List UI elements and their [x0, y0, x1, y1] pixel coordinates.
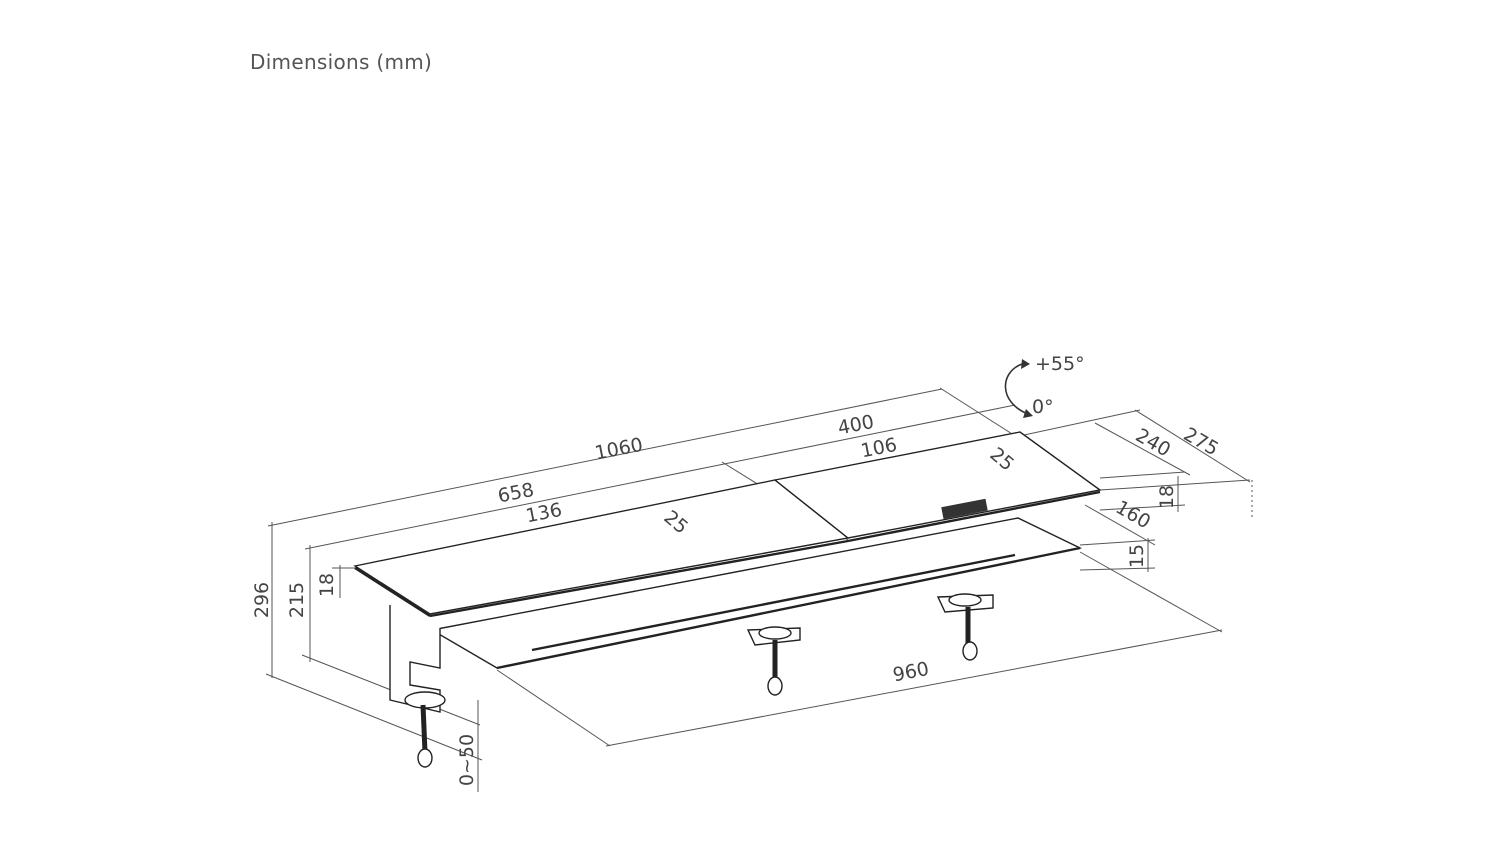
dim-right-panel-width: 400 — [836, 411, 876, 440]
tilt-max-label: +55° — [1035, 353, 1085, 375]
dim-top-thickness-right: 18 — [1156, 485, 1178, 509]
dim-tray-width: 960 — [891, 658, 931, 687]
tilt-min-label: 0° — [1032, 396, 1054, 418]
right-top-panel — [773, 431, 1102, 539]
page-title: Dimensions (mm) — [250, 50, 433, 74]
dim-overall-depth: 275 — [1180, 423, 1222, 460]
dim-top-thickness-left: 18 — [316, 573, 338, 597]
dim-tray-depth: 160 — [1112, 496, 1154, 533]
desk-shelf-drawing — [353, 431, 1102, 768]
clamp-middle — [746, 626, 801, 696]
power-outlet — [941, 498, 988, 520]
dim-total-width: 1060 — [593, 434, 645, 465]
dim-clamp-range: 0~50 — [456, 734, 478, 786]
dim-top-depth: 240 — [1132, 424, 1174, 461]
dim-tray-thickness: 15 — [1126, 544, 1148, 568]
clamp-left — [404, 691, 446, 768]
dim-top-height: 215 — [286, 582, 308, 618]
dim-overall-height: 296 — [251, 582, 273, 618]
clamp-right — [936, 593, 994, 661]
tilt-arrow-icon — [1004, 363, 1029, 415]
